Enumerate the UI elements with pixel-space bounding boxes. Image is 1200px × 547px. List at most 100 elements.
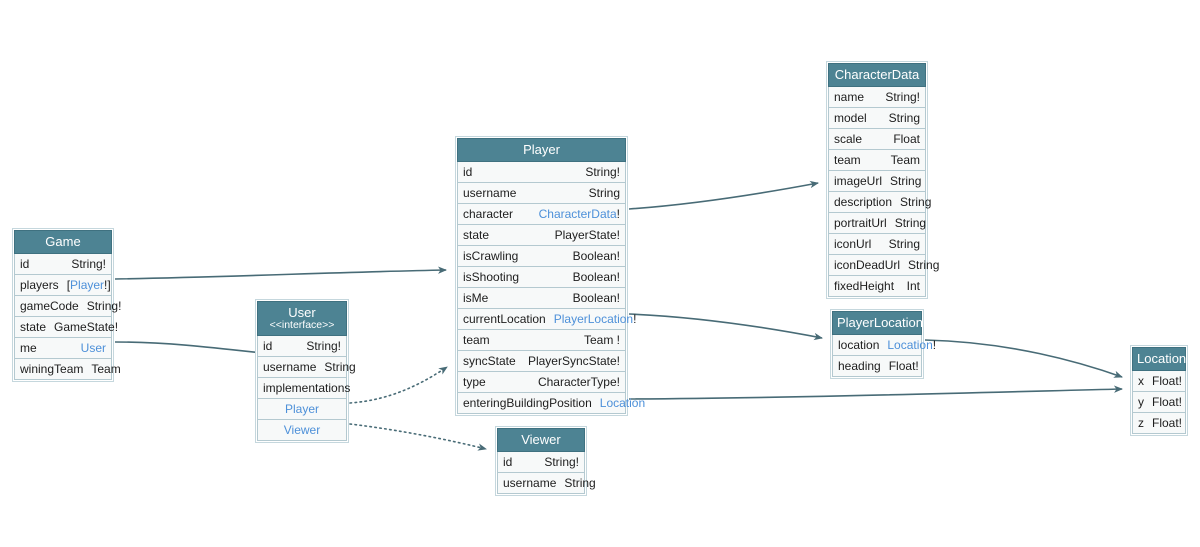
field-name: x xyxy=(1138,374,1144,388)
field-row[interactable]: players [Player!] xyxy=(14,275,112,296)
field-row: id String! xyxy=(457,162,626,183)
field-name: heading xyxy=(838,359,881,373)
field-name: id xyxy=(263,339,273,353)
field-row: imageUrl String xyxy=(828,171,926,192)
field-name: z xyxy=(1138,416,1144,430)
field-type: String! xyxy=(885,90,920,104)
field-name: imageUrl xyxy=(834,174,883,188)
field-type: CharacterType! xyxy=(537,375,620,389)
field-name: model xyxy=(834,111,867,125)
field-type: PlayerSyncState! xyxy=(527,354,620,368)
field-type[interactable]: [Player!] xyxy=(66,278,111,292)
field-name: Player xyxy=(284,402,319,416)
field-row: username String xyxy=(497,473,596,494)
field-type: String! xyxy=(544,455,579,469)
field-type: String xyxy=(324,360,356,374)
field-type: String xyxy=(888,237,920,251)
type-link[interactable]: Player xyxy=(70,278,105,292)
edge-game-players-player xyxy=(114,266,447,280)
field-name: name xyxy=(834,90,865,104)
field-row[interactable]: me User xyxy=(14,338,112,359)
field-type: String xyxy=(888,111,920,125)
type-link[interactable]: User xyxy=(80,341,106,355)
field-type: PlayerState! xyxy=(554,228,620,242)
field-name: Viewer xyxy=(283,423,321,437)
field-name: location xyxy=(838,338,880,352)
edge-player-character-characterdata xyxy=(628,180,819,210)
field-type: Team xyxy=(890,153,920,167)
field-row: heading Float! xyxy=(832,356,922,377)
field-name: iconDeadUrl xyxy=(834,258,901,272)
edge-player-enteringbuildingposition-location xyxy=(628,385,1123,400)
entity-title-characterdata: CharacterData xyxy=(828,63,926,87)
field-row[interactable]: currentLocation PlayerLocation! xyxy=(457,309,636,330)
field-type: Float! xyxy=(888,359,919,373)
field-name: username xyxy=(463,186,517,200)
field-name: me xyxy=(20,341,37,355)
field-name: id xyxy=(463,165,473,179)
field-name: isCrawling xyxy=(463,249,519,263)
implementation-row[interactable]: Player xyxy=(257,399,347,420)
field-type: String xyxy=(908,258,940,272)
field-name: players xyxy=(20,278,59,292)
field-type: Team ! xyxy=(583,333,620,347)
field-type[interactable]: Location xyxy=(592,396,645,410)
field-name: y xyxy=(1138,395,1144,409)
field-row: isCrawling Boolean! xyxy=(457,246,626,267)
field-row[interactable]: location Location! xyxy=(832,335,936,356)
field-name: fixedHeight xyxy=(834,279,895,293)
field-type: String! xyxy=(306,339,341,353)
implementation-row[interactable]: Viewer xyxy=(257,420,347,441)
field-type: String xyxy=(564,476,596,490)
edge-player-currentlocation-playerlocation xyxy=(628,313,823,341)
field-type: Boolean! xyxy=(572,270,620,284)
edge-playerlocation-location-location xyxy=(924,339,1123,378)
field-type[interactable]: CharacterData! xyxy=(538,207,620,221)
type-link[interactable]: Location xyxy=(599,396,646,410)
type-link[interactable]: CharacterData xyxy=(538,207,617,221)
type-link[interactable]: PlayerLocation xyxy=(553,312,634,326)
field-name: currentLocation xyxy=(463,312,546,326)
field-type[interactable]: PlayerLocation! xyxy=(553,312,637,326)
field-type: String! xyxy=(585,165,620,179)
field-type: Float xyxy=(893,132,920,146)
field-type[interactable]: Location! xyxy=(887,338,937,352)
field-name: username xyxy=(503,476,557,490)
field-name: scale xyxy=(834,132,863,146)
edge-user-impl-viewer xyxy=(349,423,487,451)
field-type: Float! xyxy=(1152,395,1183,409)
field-type: String xyxy=(894,216,927,230)
entity-title-game: Game xyxy=(14,230,112,254)
field-name: id xyxy=(20,257,30,271)
field-row: name String! xyxy=(828,87,926,108)
field-type: Boolean! xyxy=(572,249,620,263)
field-row: implementations xyxy=(257,378,350,399)
field-name: team xyxy=(463,333,490,347)
field-name: winingTeam xyxy=(20,362,84,376)
type-link[interactable]: Location xyxy=(887,338,933,352)
field-type[interactable]: User xyxy=(73,341,106,355)
field-type: String! xyxy=(71,257,106,271)
field-type: String xyxy=(900,195,932,209)
field-row: scale Float xyxy=(828,129,926,150)
field-name: team xyxy=(834,153,861,167)
field-type: String xyxy=(890,174,922,188)
